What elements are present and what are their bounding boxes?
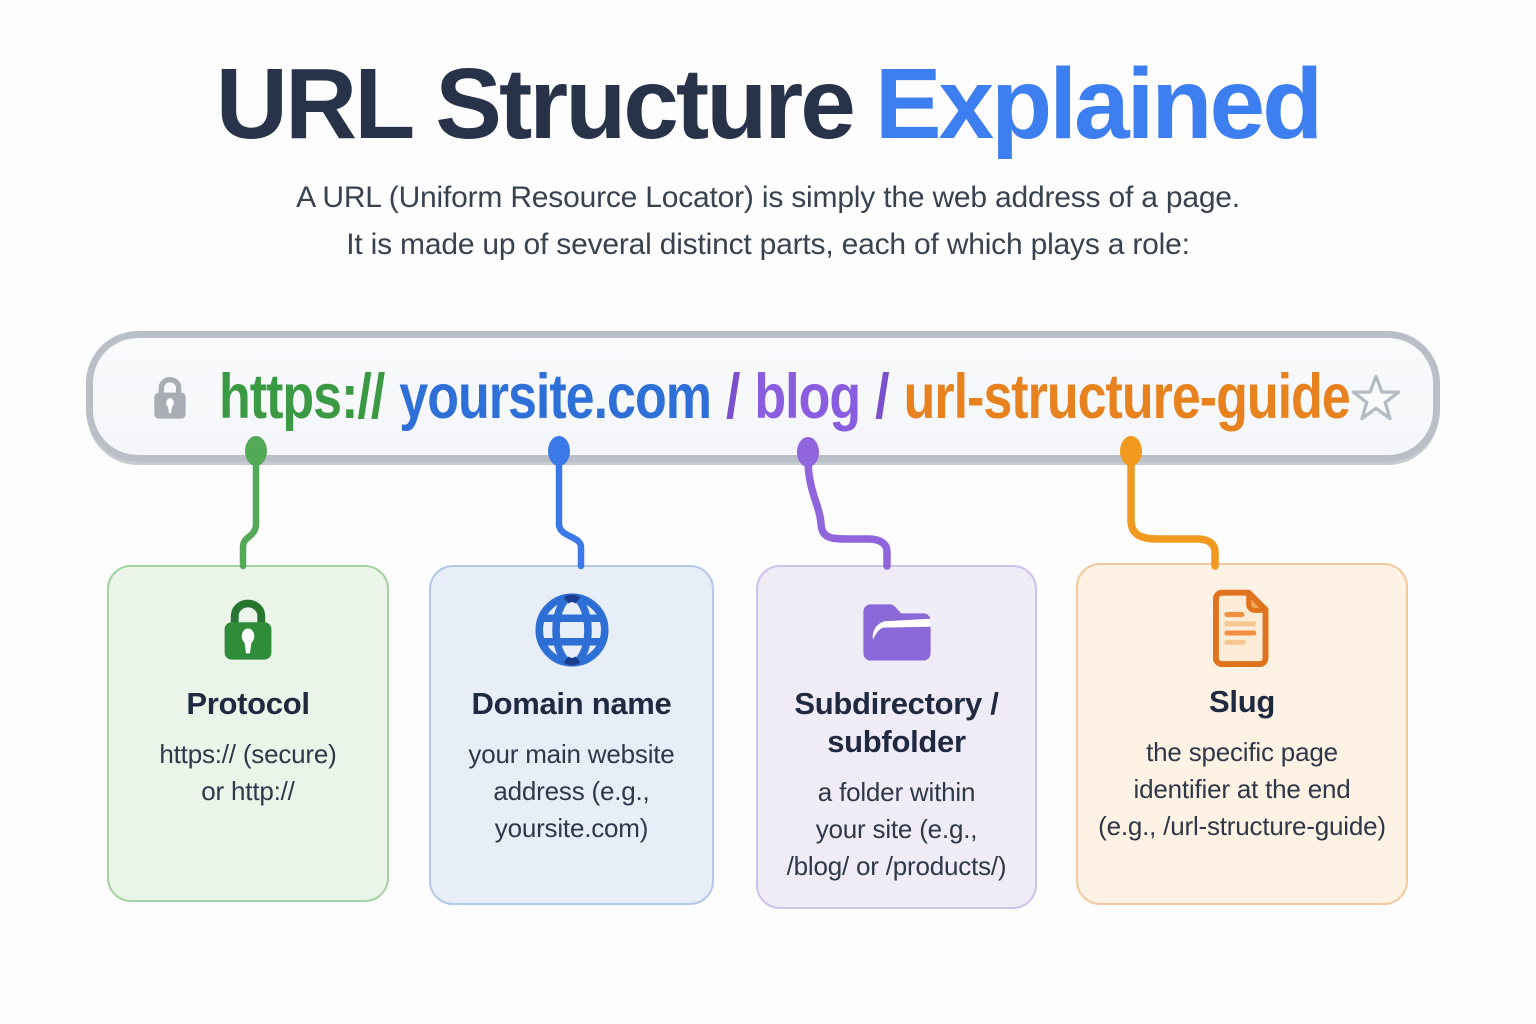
card-body: the specific page identifier at the end … xyxy=(1098,737,1386,841)
card-body: https:// (secure) or http:// xyxy=(159,739,337,806)
folder-icon xyxy=(862,604,931,661)
card-domain: Domain name your main website address (e… xyxy=(429,565,714,905)
card-title: Domain name xyxy=(471,686,672,721)
card-title: Subdirectory / subfolder xyxy=(794,686,999,759)
url-segment-slash: / xyxy=(725,361,740,432)
lock-icon xyxy=(224,599,272,660)
card-slug-icon-box xyxy=(1200,585,1284,671)
card-body: a folder within your site (e.g., /blog/ … xyxy=(786,777,1007,881)
url-segment-domain: yoursite.com xyxy=(399,361,712,432)
url-segment-slug: url-structure-guide xyxy=(903,361,1351,432)
subdirectory-connector xyxy=(804,454,891,570)
browser-address-bar[interactable]: https:// yoursite.com / blog / url-struc… xyxy=(86,331,1440,462)
protocol-connector xyxy=(239,454,260,570)
url-segment-subdirectory: blog xyxy=(754,361,861,432)
padlock-icon xyxy=(154,376,186,419)
card-protocol-icon-box xyxy=(209,587,287,673)
card-title: Protocol xyxy=(186,686,310,721)
card-body: your main website address (e.g., yoursit… xyxy=(468,739,675,843)
url-segment-protocol: https:// xyxy=(219,361,385,432)
card-title: Slug xyxy=(1209,684,1275,719)
domain-connector xyxy=(555,454,585,570)
card-slug: Slug the specific page identifier at the… xyxy=(1076,563,1408,905)
globe-icon xyxy=(534,593,609,667)
document-icon xyxy=(1213,589,1269,668)
card-domain-icon-box xyxy=(530,587,614,673)
card-subdirectory: Subdirectory / subfolder a folder within… xyxy=(756,565,1037,909)
url-text: https:// yoursite.com / blog / url-struc… xyxy=(219,325,1351,468)
card-protocol: Protocol https:// (secure) or http:// xyxy=(107,565,389,902)
card-subdirectory-icon-box xyxy=(857,587,937,673)
url-segment-slash: / xyxy=(875,361,889,432)
slug-connector xyxy=(1127,454,1219,570)
title-part-1: URL Structure xyxy=(215,48,856,160)
star-outline-icon[interactable] xyxy=(1349,370,1403,424)
subtitle-line-1: A URL (Uniform Resource Locator) is simp… xyxy=(296,181,1240,214)
subtitle-line-2: It is made up of several distinct parts,… xyxy=(346,228,1190,261)
title-part-2: Explained xyxy=(874,48,1323,160)
